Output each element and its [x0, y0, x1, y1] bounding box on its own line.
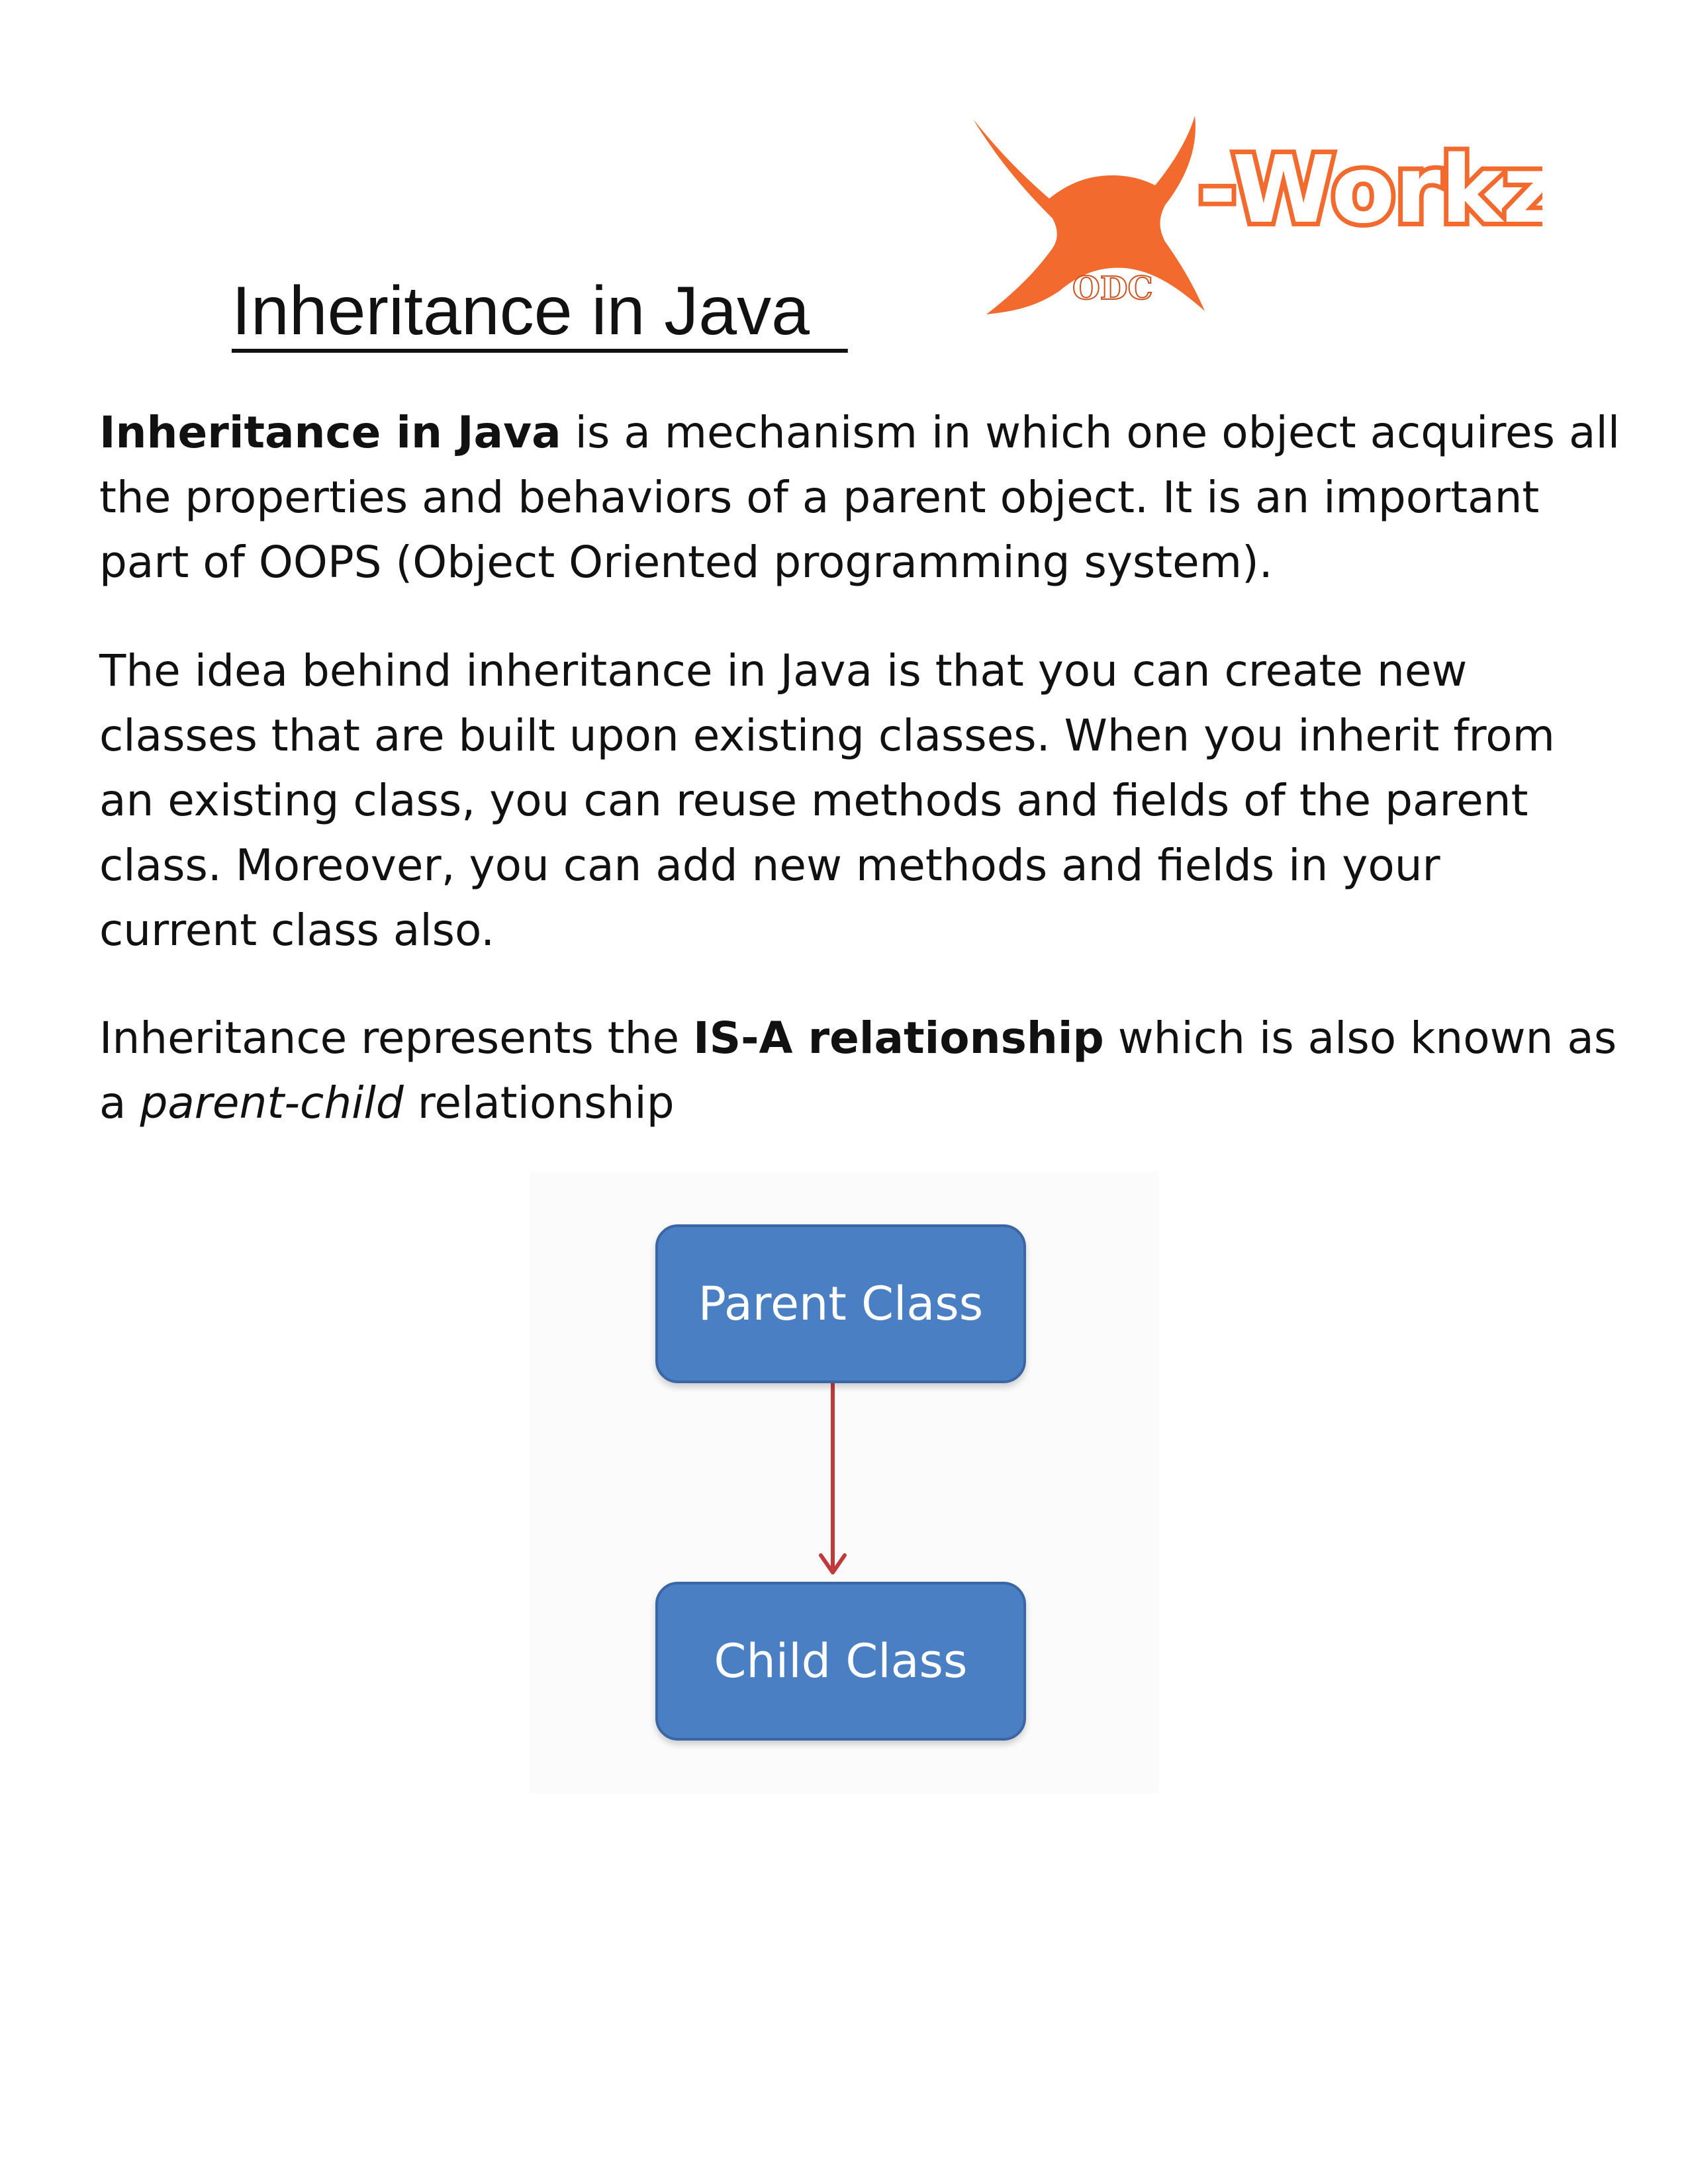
paragraph-is-a: Inheritance represents the IS-A relation…: [99, 1013, 1617, 1128]
paragraph-idea: The idea behind inheritance in Java is t…: [99, 645, 1555, 956]
term-inheritance-in-java: Inheritance in Java: [99, 407, 561, 458]
term-is-a-relationship: IS-A relationship: [693, 1013, 1104, 1064]
parent-class-box: Parent Class: [655, 1224, 1026, 1383]
svg-text:-Workz: -Workz: [1198, 136, 1542, 244]
paragraph-definition: Inheritance in Java is a mechanism in wh…: [99, 407, 1620, 588]
logo-odc-text: ODC: [1072, 270, 1153, 307]
inheritance-diagram: Parent Class Child Class: [530, 1171, 1158, 1794]
xworkz-logo: ODC -Workz -Workz: [973, 116, 1542, 314]
inheritance-arrow: [819, 1383, 847, 1574]
logo-workz-text: -Workz: [1198, 136, 1542, 244]
term-parent-child: parent-child: [140, 1077, 404, 1128]
page-title: Inheritance in Java: [232, 273, 848, 349]
child-class-box: Child Class: [655, 1582, 1026, 1741]
